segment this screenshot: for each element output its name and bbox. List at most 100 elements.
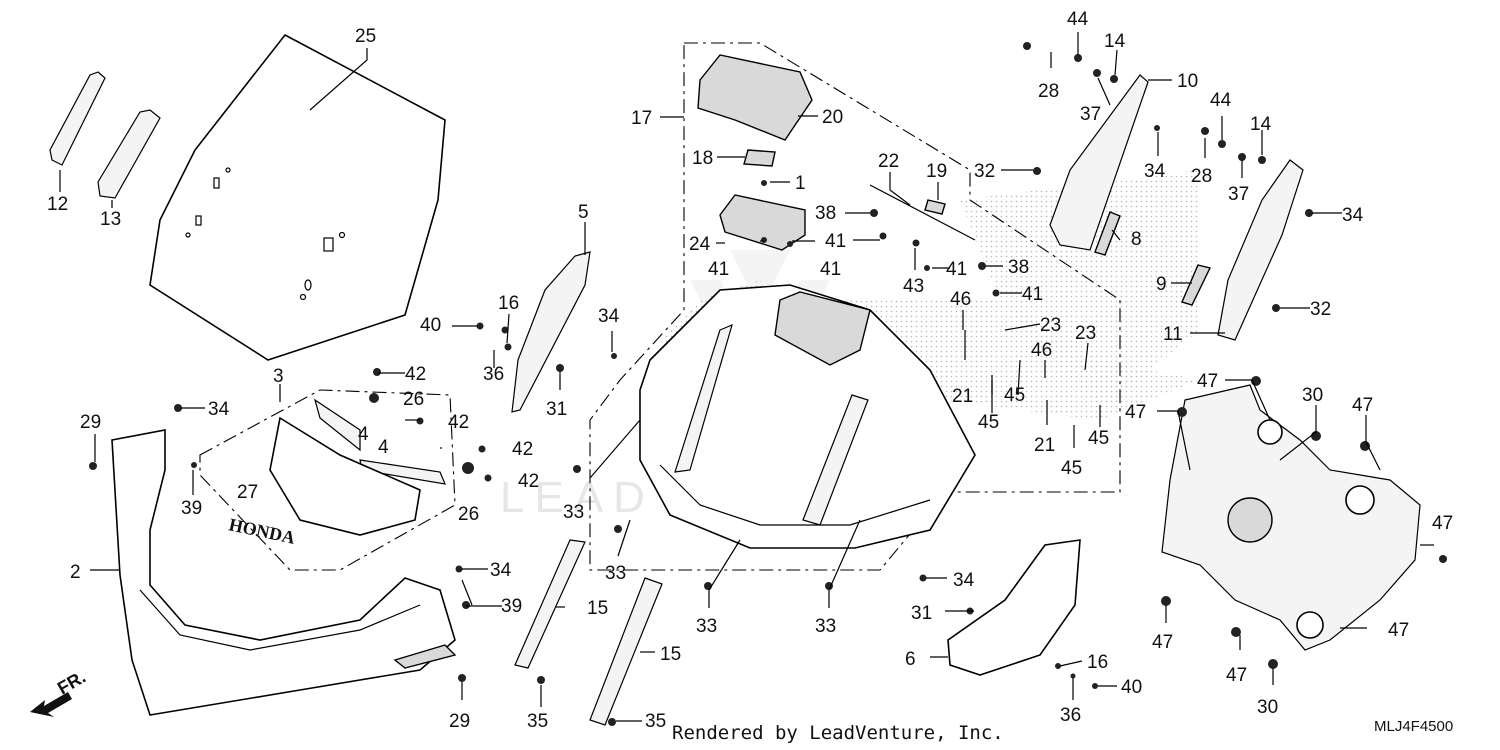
- upper-cowl-lower-edge: [659, 464, 931, 526]
- callout-47: 30: [1257, 697, 1278, 718]
- callout-44: 44: [1067, 9, 1089, 30]
- stay-11: [1217, 159, 1304, 341]
- callout-41: 41: [708, 259, 729, 280]
- windscreen-25: [149, 33, 446, 361]
- callout-42: 42: [405, 364, 426, 385]
- callout-35: 35: [645, 711, 666, 732]
- leader-lines: [59, 32, 1434, 722]
- callout-45: 45: [1088, 428, 1109, 449]
- callout-6: 6: [905, 649, 916, 670]
- callout-46: 46: [950, 289, 971, 310]
- footer-credit: Rendered by LeadVenture, Inc.: [672, 722, 1004, 744]
- callout-39: 39: [181, 498, 202, 519]
- plate-9: [1181, 264, 1212, 306]
- upper-cowl-left-rib: [674, 323, 733, 473]
- side-panel-5: [511, 251, 591, 413]
- callout-34: 34: [953, 570, 975, 591]
- bracket-18: [743, 149, 776, 167]
- callout-33: 33: [815, 616, 836, 637]
- callout-40: 40: [420, 315, 441, 336]
- callout-17: 17: [631, 108, 652, 129]
- callout-14: 14: [1104, 31, 1126, 52]
- emblem-honda: HONDA: [227, 514, 297, 547]
- callout-1: 1: [795, 173, 806, 194]
- callout-4: 4: [358, 424, 369, 445]
- callout-47: 47: [1197, 371, 1218, 392]
- callout-34: 34: [598, 306, 620, 327]
- inner-panel-4-upper: [313, 398, 361, 452]
- side-cover-6: [947, 539, 1081, 676]
- callout-30: 30: [1302, 385, 1323, 406]
- callout-37: 37: [1228, 184, 1249, 205]
- frame-lower-hub: [1296, 611, 1324, 639]
- callout-5: 5: [578, 202, 589, 223]
- callout-35: 35: [527, 711, 548, 732]
- trim-strip-13: [97, 109, 161, 199]
- stay-10: [1049, 74, 1149, 251]
- callout-16: 16: [1087, 652, 1108, 673]
- frame-assembly-7: [1161, 384, 1421, 651]
- callout-44: 44: [1210, 90, 1232, 111]
- callout-38: 38: [1008, 257, 1029, 278]
- callout-31: 31: [546, 399, 567, 420]
- clip-19: [924, 199, 946, 215]
- callout-34: 34: [490, 560, 512, 581]
- callout-15: 15: [587, 598, 608, 619]
- lower-fairing-light: [393, 644, 457, 669]
- callout-33: 33: [605, 563, 626, 584]
- trim-strip-12: [49, 71, 106, 166]
- callout-47: 47: [1352, 395, 1373, 416]
- callout-47-lower-left: 47: [1152, 632, 1173, 653]
- lower-fairing-2: [111, 429, 456, 716]
- frame-motor: [1227, 497, 1273, 543]
- callout-2: 2: [70, 562, 81, 583]
- frame-gear: [1257, 419, 1283, 445]
- meter-bracket-24: [719, 194, 806, 251]
- callout-32: 32: [1310, 299, 1331, 320]
- callout-42: 42: [512, 439, 533, 460]
- callout-36: 36: [483, 364, 504, 385]
- callout-28: 28: [1038, 81, 1059, 102]
- callout-13: 13: [100, 209, 121, 230]
- callout-26: 26: [458, 504, 479, 525]
- top-cover-20: [697, 54, 813, 141]
- callout-23: 23: [1075, 323, 1096, 344]
- callout-12: 12: [47, 194, 68, 215]
- callout-23: 23: [1040, 315, 1061, 336]
- inner-cover-27: [269, 416, 421, 536]
- windscreen-holes: [185, 167, 346, 301]
- callout-47: 47: [1125, 402, 1146, 423]
- callout-34: 34: [1342, 205, 1364, 226]
- callout-4: 4: [378, 437, 389, 458]
- rod-22: [869, 184, 976, 241]
- callout-34: 34: [208, 399, 230, 420]
- callout-21: 21: [1034, 435, 1055, 456]
- callout-10: 10: [1177, 71, 1198, 92]
- callout-14: 14: [1250, 114, 1272, 135]
- plate-8: [1094, 211, 1121, 256]
- callout-26: 26: [403, 389, 424, 410]
- callout-28: 28: [1191, 166, 1212, 187]
- callout-31: 31: [911, 603, 932, 624]
- callout-43: 43: [903, 276, 924, 297]
- callout-45: 45: [1004, 385, 1025, 406]
- callout-41: 41: [946, 259, 967, 280]
- callout-15: 15: [660, 644, 681, 665]
- front-direction-indicator: FR.: [30, 667, 89, 717]
- callout-8: 8: [1131, 229, 1142, 250]
- callout-45: 45: [978, 412, 999, 433]
- callout-42: 42: [518, 471, 539, 492]
- strip-15a: [514, 539, 586, 669]
- callout-46: 46: [1031, 340, 1052, 361]
- callout-29: 29: [449, 711, 470, 732]
- callout-30: 47: [1226, 665, 1247, 686]
- callout-7: 47: [1388, 620, 1409, 641]
- callout-16: 16: [498, 293, 519, 314]
- callout-33: 33: [563, 502, 584, 523]
- callout-22: 22: [878, 151, 899, 172]
- callout-41: 41: [825, 231, 846, 252]
- callout-37: 37: [1080, 104, 1101, 125]
- callout-45: 45: [1061, 458, 1082, 479]
- callout-41: 41: [1022, 284, 1043, 305]
- callout-34: 34: [1144, 161, 1166, 182]
